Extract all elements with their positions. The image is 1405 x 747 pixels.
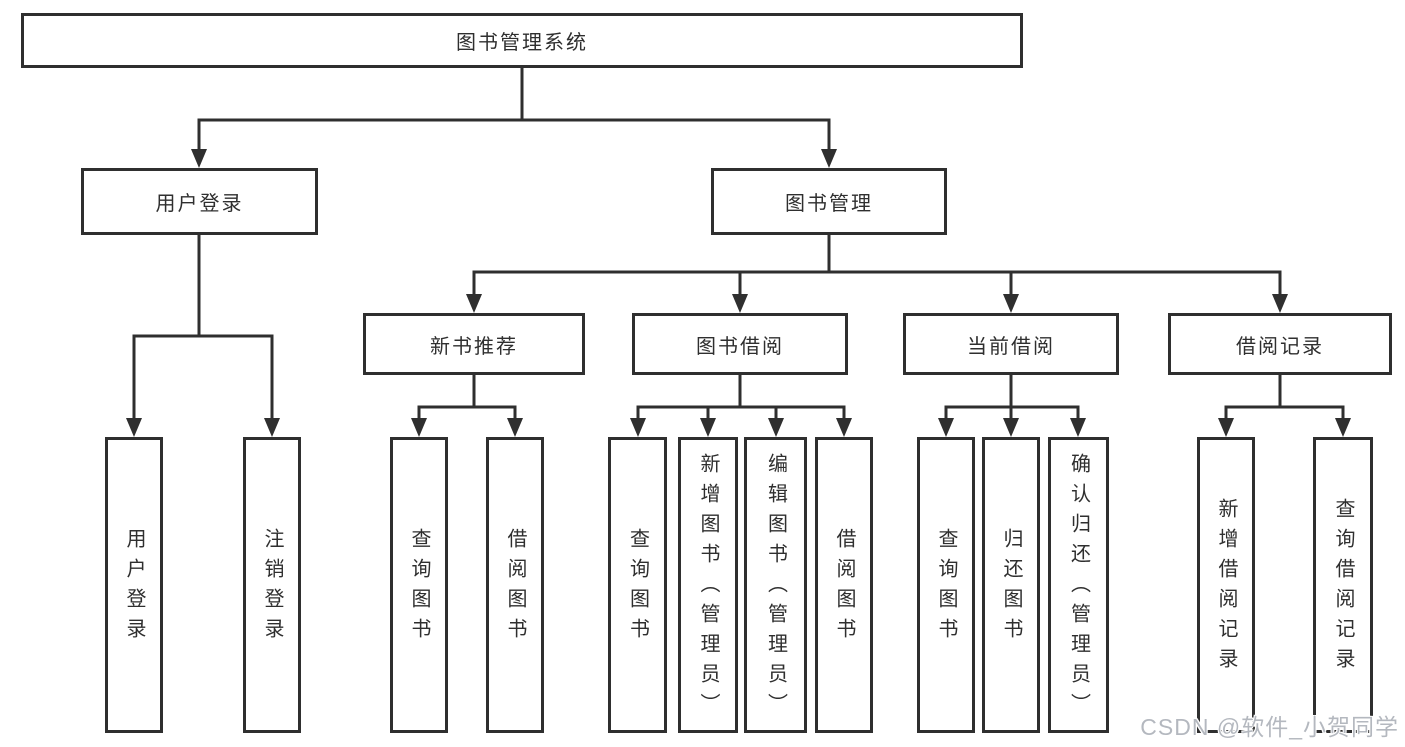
node-user-login: 用户登录 bbox=[81, 168, 318, 235]
node-current-borrow: 当前借阅 bbox=[903, 313, 1119, 375]
leaf-borrow-books-1: 借阅图书 bbox=[486, 437, 544, 733]
node-book-borrow: 图书借阅 bbox=[632, 313, 848, 375]
node-root-system: 图书管理系统 bbox=[21, 13, 1023, 68]
leaf-confirm-return-admin: 确认归还（管理员） bbox=[1048, 437, 1109, 733]
node-borrow-records: 借阅记录 bbox=[1168, 313, 1392, 375]
node-new-book-recommend: 新书推荐 bbox=[363, 313, 585, 375]
node-book-management: 图书管理 bbox=[711, 168, 947, 235]
leaf-add-book-admin: 新增图书（管理员） bbox=[678, 437, 738, 733]
leaf-user-login: 用户登录 bbox=[105, 437, 163, 733]
leaf-add-borrow-record: 新增借阅记录 bbox=[1197, 437, 1255, 733]
leaf-query-books-2: 查询图书 bbox=[608, 437, 667, 733]
leaf-borrow-books-2: 借阅图书 bbox=[815, 437, 873, 733]
leaf-query-borrow-record: 查询借阅记录 bbox=[1313, 437, 1373, 733]
csdn-watermark: CSDN @软件_小贺同学 bbox=[1140, 714, 1399, 740]
leaf-query-books-3: 查询图书 bbox=[917, 437, 975, 733]
leaf-return-books: 归还图书 bbox=[982, 437, 1040, 733]
leaf-logout: 注销登录 bbox=[243, 437, 301, 733]
leaf-query-books-1: 查询图书 bbox=[390, 437, 448, 733]
leaf-edit-book-admin: 编辑图书（管理员） bbox=[744, 437, 807, 733]
